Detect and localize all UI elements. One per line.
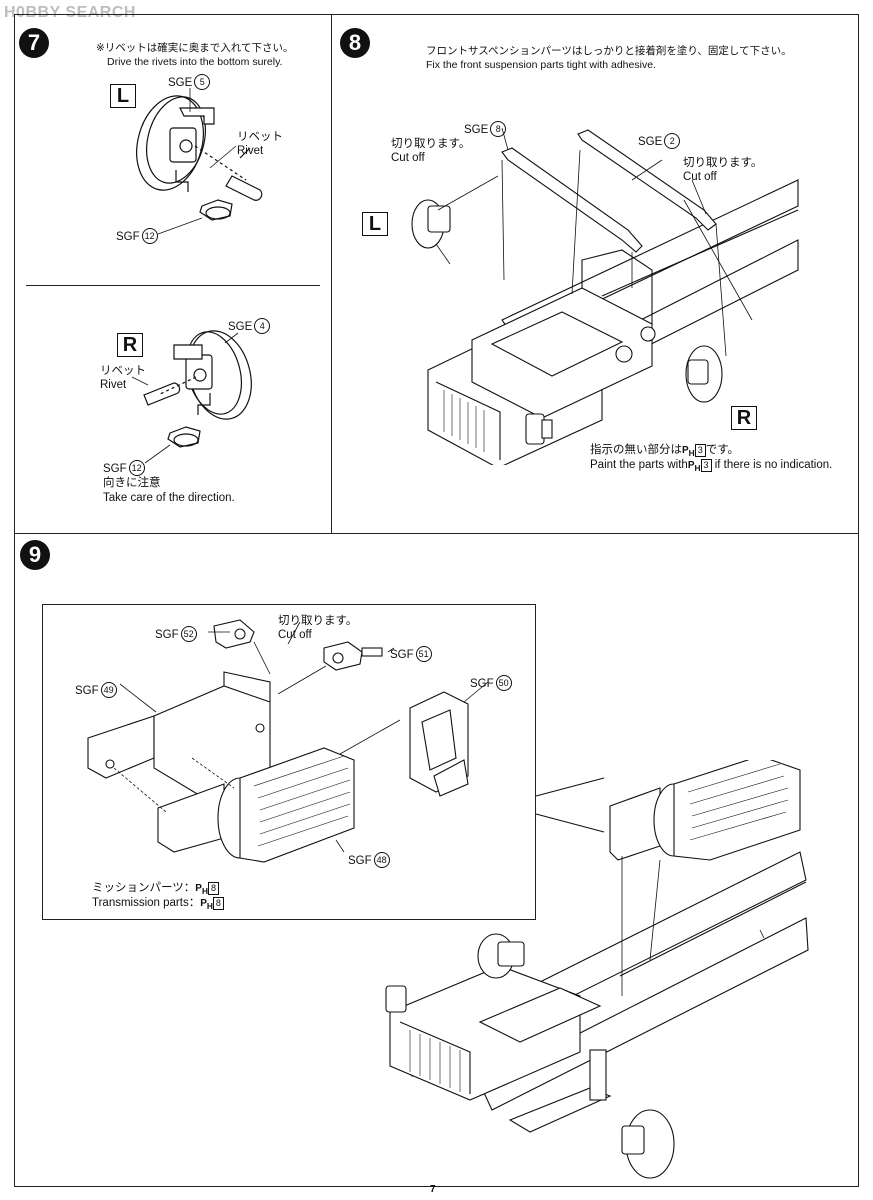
step7-right-caution-jp: 向きに注意: [103, 477, 161, 489]
page-number: 7: [430, 1184, 436, 1195]
step7-left-diagram: [136, 95, 263, 221]
step7-left-side-label: L: [110, 84, 136, 108]
step7-right-leaders: [131, 332, 239, 464]
step9-inset-frame: [42, 604, 536, 920]
step7-number: 7: [19, 28, 49, 58]
step7-right-caution-en: Take care of the direction.: [103, 492, 235, 504]
step7-note-en: Drive the rivets into the bottom surely.: [107, 56, 283, 68]
step8-cutoff2: 切り取ります。Cut off: [683, 157, 763, 183]
step8-note-jp: フロントサスペンションパーツはしっかりと接着剤を塗り、固定して下さい。: [426, 45, 792, 57]
step9-frame: [14, 533, 859, 1187]
step9-transmission-diagram: [87, 619, 489, 863]
step9-cutoff: 切り取ります。Cut off: [278, 615, 358, 641]
step8-side-r: R: [731, 406, 757, 430]
watermark: H0BBY SEARCH: [4, 4, 136, 21]
step7-divider: [26, 285, 320, 286]
step8-note-en: Fix the front suspension parts tight wit…: [426, 59, 656, 71]
step9-callout-pointer: [535, 777, 605, 833]
step7-right-side-label: R: [117, 333, 143, 357]
step8-number: 8: [340, 28, 370, 58]
step8-side-l: L: [362, 212, 388, 236]
step9-chassis-diagram: [385, 760, 809, 1179]
step8-cutoff1: 切り取ります。Cut off: [391, 138, 471, 164]
step7-note-jp: ※リベットは確実に奥まで入れて下さい。: [96, 42, 294, 54]
step8-chassis-diagram: [411, 127, 799, 465]
step7-right-diagram: [143, 330, 252, 448]
step9-number: 9: [20, 540, 50, 570]
step7-left-leaders: [157, 88, 237, 235]
